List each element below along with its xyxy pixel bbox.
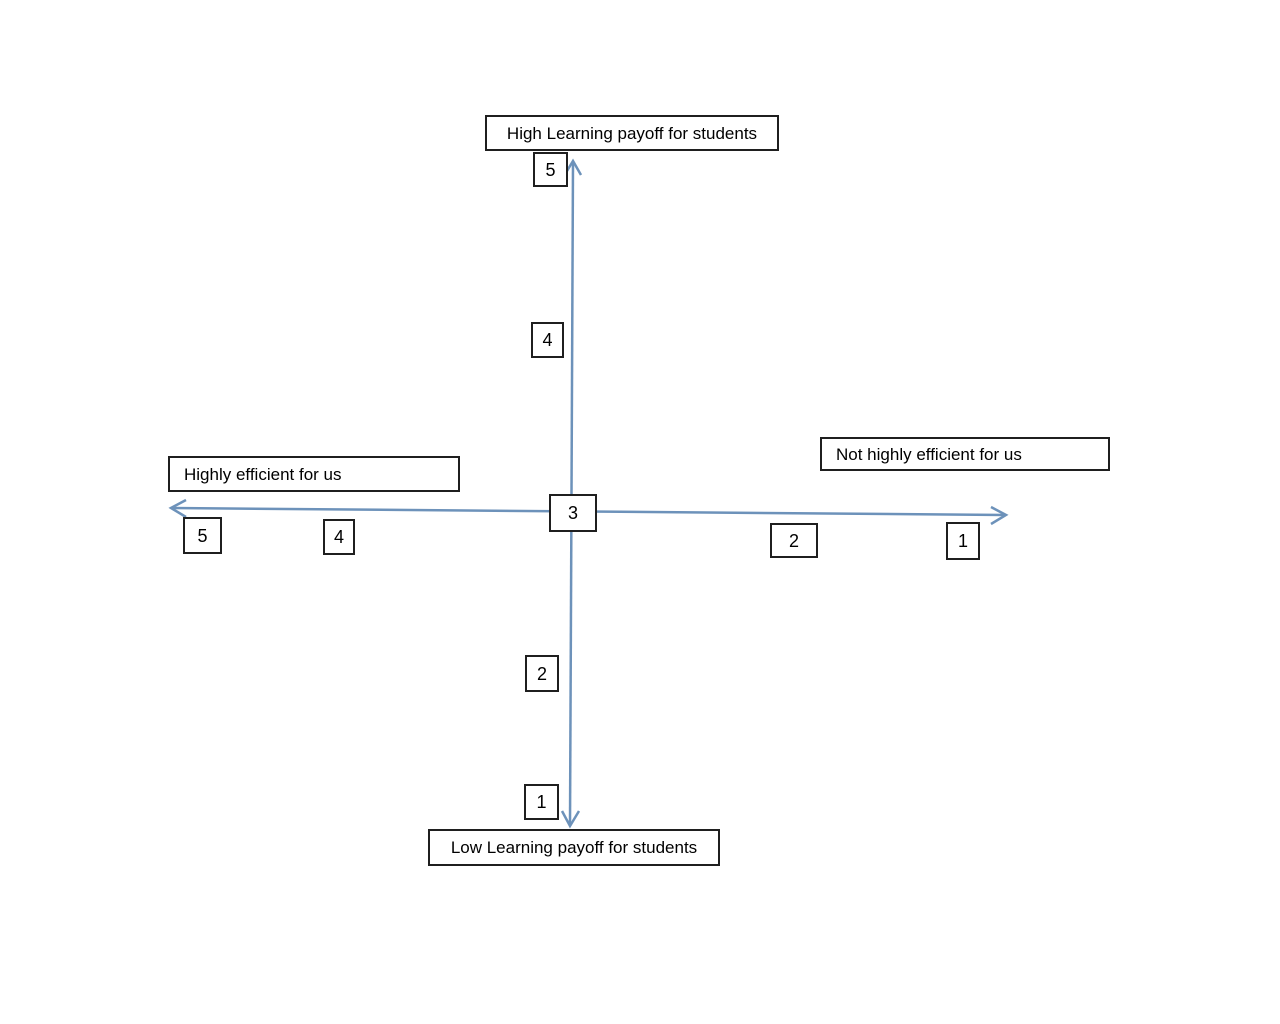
vertical-tick-5: 5 bbox=[533, 152, 568, 187]
horizontal-tick-4: 4 bbox=[323, 519, 355, 555]
vertical-tick-1: 1 bbox=[524, 784, 559, 820]
horizontal-tick-2: 2 bbox=[770, 523, 818, 558]
vertical-tick-1-value: 1 bbox=[536, 792, 547, 812]
center-tick-3: 3 bbox=[549, 494, 597, 532]
right-axis-label-text: Not highly efficient for us bbox=[836, 444, 1022, 464]
horizontal-tick-1: 1 bbox=[946, 522, 980, 560]
horizontal-tick-1-value: 1 bbox=[957, 531, 968, 551]
top-axis-label: High Learning payoff for students bbox=[485, 115, 779, 151]
bottom-axis-label: Low Learning payoff for students bbox=[428, 829, 720, 866]
bottom-axis-label-text: Low Learning payoff for students bbox=[450, 838, 698, 857]
left-axis-label-text: Highly efficient for us bbox=[184, 464, 342, 484]
horizontal-tick-5: 5 bbox=[183, 517, 222, 554]
vertical-tick-2-value: 2 bbox=[536, 663, 547, 684]
arrowhead-right-icon bbox=[990, 505, 1009, 526]
top-axis-label-text: High Learning payoff for students bbox=[506, 123, 758, 143]
vertical-axis-line bbox=[568, 161, 575, 826]
vertical-tick-4-value: 4 bbox=[542, 330, 553, 350]
arrowhead-left-icon bbox=[168, 498, 187, 519]
arrowhead-down-icon bbox=[560, 810, 581, 829]
left-axis-label: Highly efficient for us bbox=[168, 456, 460, 492]
vertical-tick-4: 4 bbox=[531, 322, 564, 358]
horizontal-tick-4-value: 4 bbox=[333, 527, 344, 547]
vertical-tick-2: 2 bbox=[525, 655, 559, 692]
center-tick-3-value: 3 bbox=[567, 503, 578, 523]
horizontal-tick-5-value: 5 bbox=[197, 525, 208, 546]
vertical-tick-5-value: 5 bbox=[545, 159, 556, 180]
right-axis-label: Not highly efficient for us bbox=[820, 437, 1110, 471]
horizontal-tick-2-value: 2 bbox=[788, 530, 799, 551]
